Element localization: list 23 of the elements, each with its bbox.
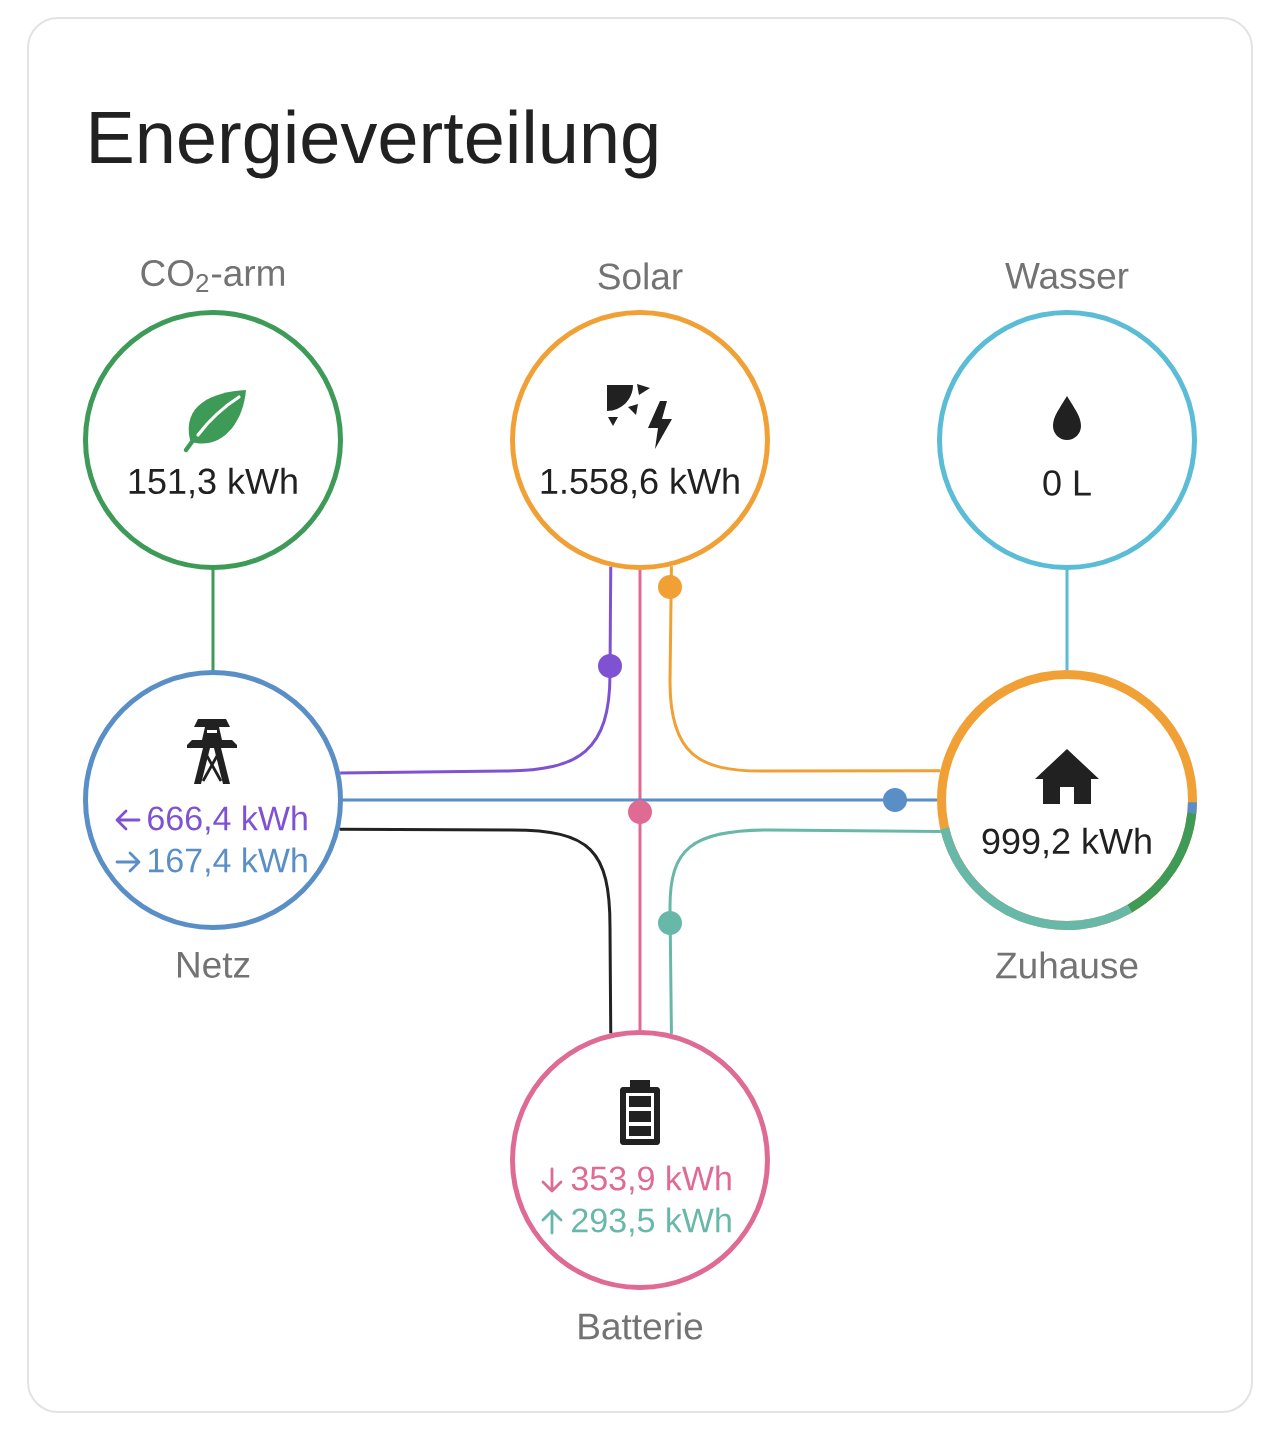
connector-line: [668, 566, 941, 773]
node-label: CO$_{2}$-arm: [141, 260, 285, 292]
connector-line: [638, 570, 642, 1030]
connector-line: [1065, 570, 1069, 670]
connector-line: [668, 828, 941, 1034]
value-text: 999,2 kWh: [982, 827, 1151, 859]
value-text: 1.558,6 kWh: [541, 467, 739, 499]
node-label: Zuhause: [996, 951, 1138, 979]
node-label: Netz: [178, 952, 250, 978]
value-text: 353,9 kWh: [571, 1165, 731, 1195]
value-text: 167,4 kWh: [149, 847, 307, 877]
title: Energieverteilung: [91, 109, 657, 179]
connector-line: [343, 798, 937, 802]
value-text: 666,4 kWh: [148, 805, 307, 835]
value-text: 151,3 kWh: [129, 467, 297, 499]
connector-line: [339, 827, 613, 1034]
connector-line: [340, 566, 613, 775]
node-label: Solar: [598, 262, 683, 290]
value-text: 293,5 kWh: [572, 1207, 731, 1237]
node-label: Wasser: [1005, 263, 1129, 289]
value-text: 0 L: [1043, 470, 1091, 496]
node-label: Batterie: [579, 1312, 703, 1340]
connector-line: [211, 570, 215, 670]
